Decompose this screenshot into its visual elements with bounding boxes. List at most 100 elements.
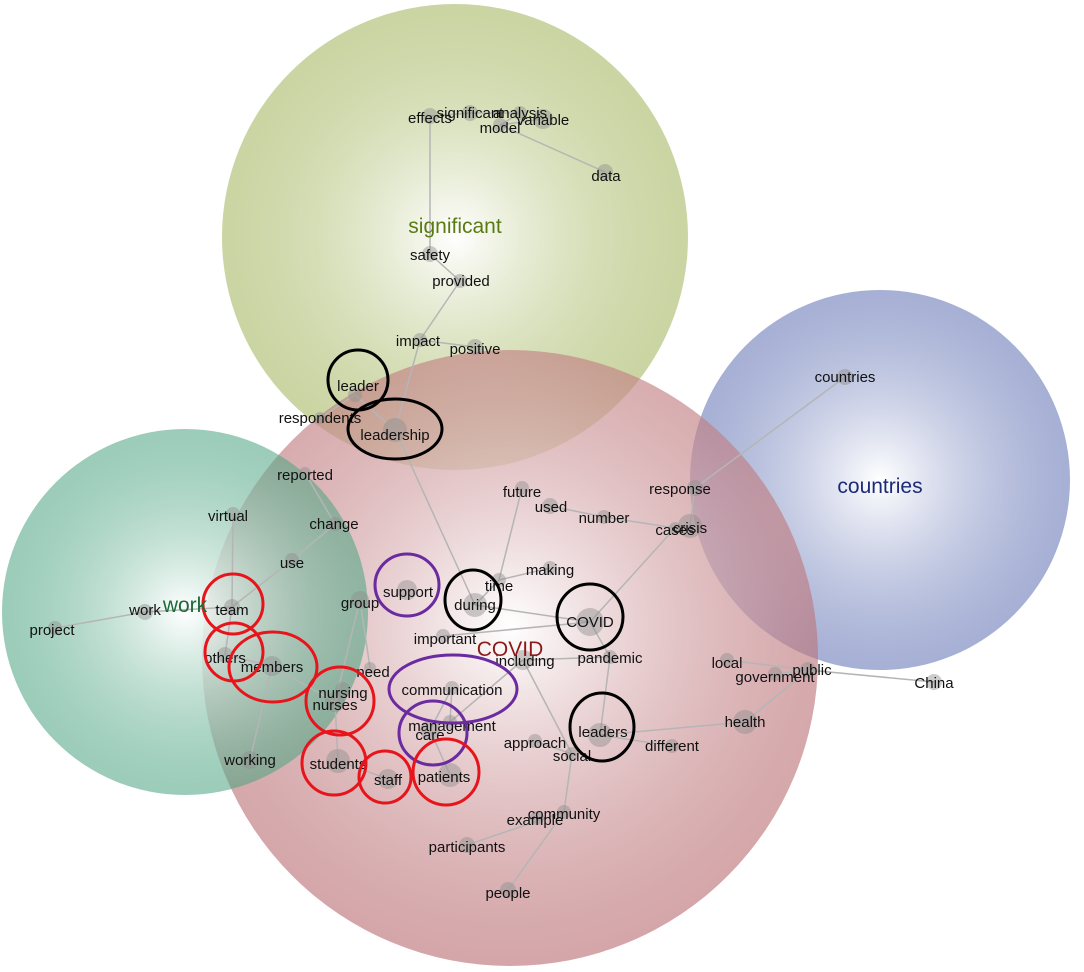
concept-node-change [328,517,342,531]
concept-label-leader: leader [337,378,379,395]
concept-label-team: team [215,602,248,619]
theme-label-covid: COVID [477,638,544,661]
concept-label-students: students [310,756,367,773]
team-ring [201,572,265,636]
concept-label-making: making [526,562,574,579]
concept-label-provided: provided [432,273,490,290]
concept-node-leader [348,388,362,402]
leadership-ring [346,397,444,461]
concept-node-public [800,662,816,678]
edge-work-project [54,611,146,629]
concept-label-approach: approach [504,735,567,752]
nurses-ring [304,665,376,737]
edge-impact-positive [419,339,476,348]
edge-approach-social [534,740,573,755]
edge-cases-covid [589,527,676,623]
concept-node-safety [422,246,438,262]
concept-node-local [720,653,734,667]
edge-leaders-health [599,721,746,736]
concept-label-group: group [341,595,379,612]
edge-leader-respondents [319,394,356,419]
edge-members-nurses [271,665,336,703]
edge-health-public [744,669,809,723]
concept-node-health [733,710,757,734]
concept-node-respondents [314,412,326,424]
edge-group-nurses [334,599,361,703]
concept-node-working [241,751,259,769]
concept-label-significant: significant [437,105,505,122]
edge-number-used [549,505,605,518]
concept-label-patients: patients [418,769,471,786]
concept-label-need: need [356,664,389,681]
edge-group-need [359,599,371,669]
theme-circle-covid [202,350,818,966]
edge-time-making [498,567,551,581]
concept-label-example: example [507,812,564,829]
concept-node-provided [453,274,467,288]
edge-public-government [774,669,809,675]
concept-node-project [48,621,62,635]
concept-label-use: use [280,555,304,572]
edge-model-variable [499,118,544,126]
concept-node-used [542,498,558,514]
concept-node-example [530,811,544,825]
concept-node-pandemic [603,650,617,664]
edge-crisis-cases [674,525,691,529]
concept-node-community [557,805,571,819]
concept-node-variable [533,109,553,129]
concept-node-leadership [383,418,407,442]
edge-others-members [224,654,273,667]
edge-during-covid [474,604,591,623]
concept-node-different [665,739,679,753]
edge-community-participants [466,811,565,846]
edge-patients-care [429,729,451,776]
concept-label-including: including [495,653,554,670]
concept-label-variable: variable [517,112,570,129]
concept-node-countries [837,369,853,385]
concept-label-response: response [649,481,711,498]
covid-ring [555,582,625,652]
edge-countries-response [694,376,846,489]
edge-public-china [807,669,935,683]
theme-label-work: work [162,594,208,617]
concept-node-people [500,882,516,898]
concept-label-respondents: respondents [279,410,362,427]
support-ring [373,552,441,618]
concept-label-members: members [241,659,304,676]
concept-label-public: public [792,662,832,679]
concept-node-making [543,561,557,575]
concept-label-leadership: leadership [360,427,429,444]
concept-node-important [436,629,450,643]
concept-node-group [351,591,369,609]
students-ring [300,729,368,797]
edge-response-crisis [689,487,696,527]
concept-node-students [326,749,350,773]
concept-label-nurses: nurses [312,697,357,714]
theme-circle-work [2,429,368,795]
concept-label-reported: reported [277,467,333,484]
concept-node-including [513,650,533,670]
concept-node-crisis [678,514,702,538]
edge-model-data [499,124,606,173]
concept-label-local: local [712,655,743,672]
edge-students-staff [337,760,389,780]
concept-node-reported [299,467,311,479]
concept-label-effects: effects [408,110,452,127]
concept-label-different: different [645,738,700,755]
concept-node-communication [445,681,459,695]
concept-node-government [768,667,782,681]
concept-node-during [463,593,487,617]
concept-node-data [597,164,613,180]
leaders-ring [568,691,636,763]
edge-cases-number [603,516,676,529]
concept-node-members [262,656,282,676]
concept-label-countries: countries [815,369,876,386]
concept-node-number [597,510,611,524]
concept-node-analysis [513,106,527,120]
edge-leadership-leader [354,394,396,431]
concept-label-analysis: analysis [493,105,547,122]
concept-node-social [565,747,579,761]
theme-circle-significant [222,4,688,470]
communication-ring [387,653,519,725]
concept-node-future [515,481,529,495]
